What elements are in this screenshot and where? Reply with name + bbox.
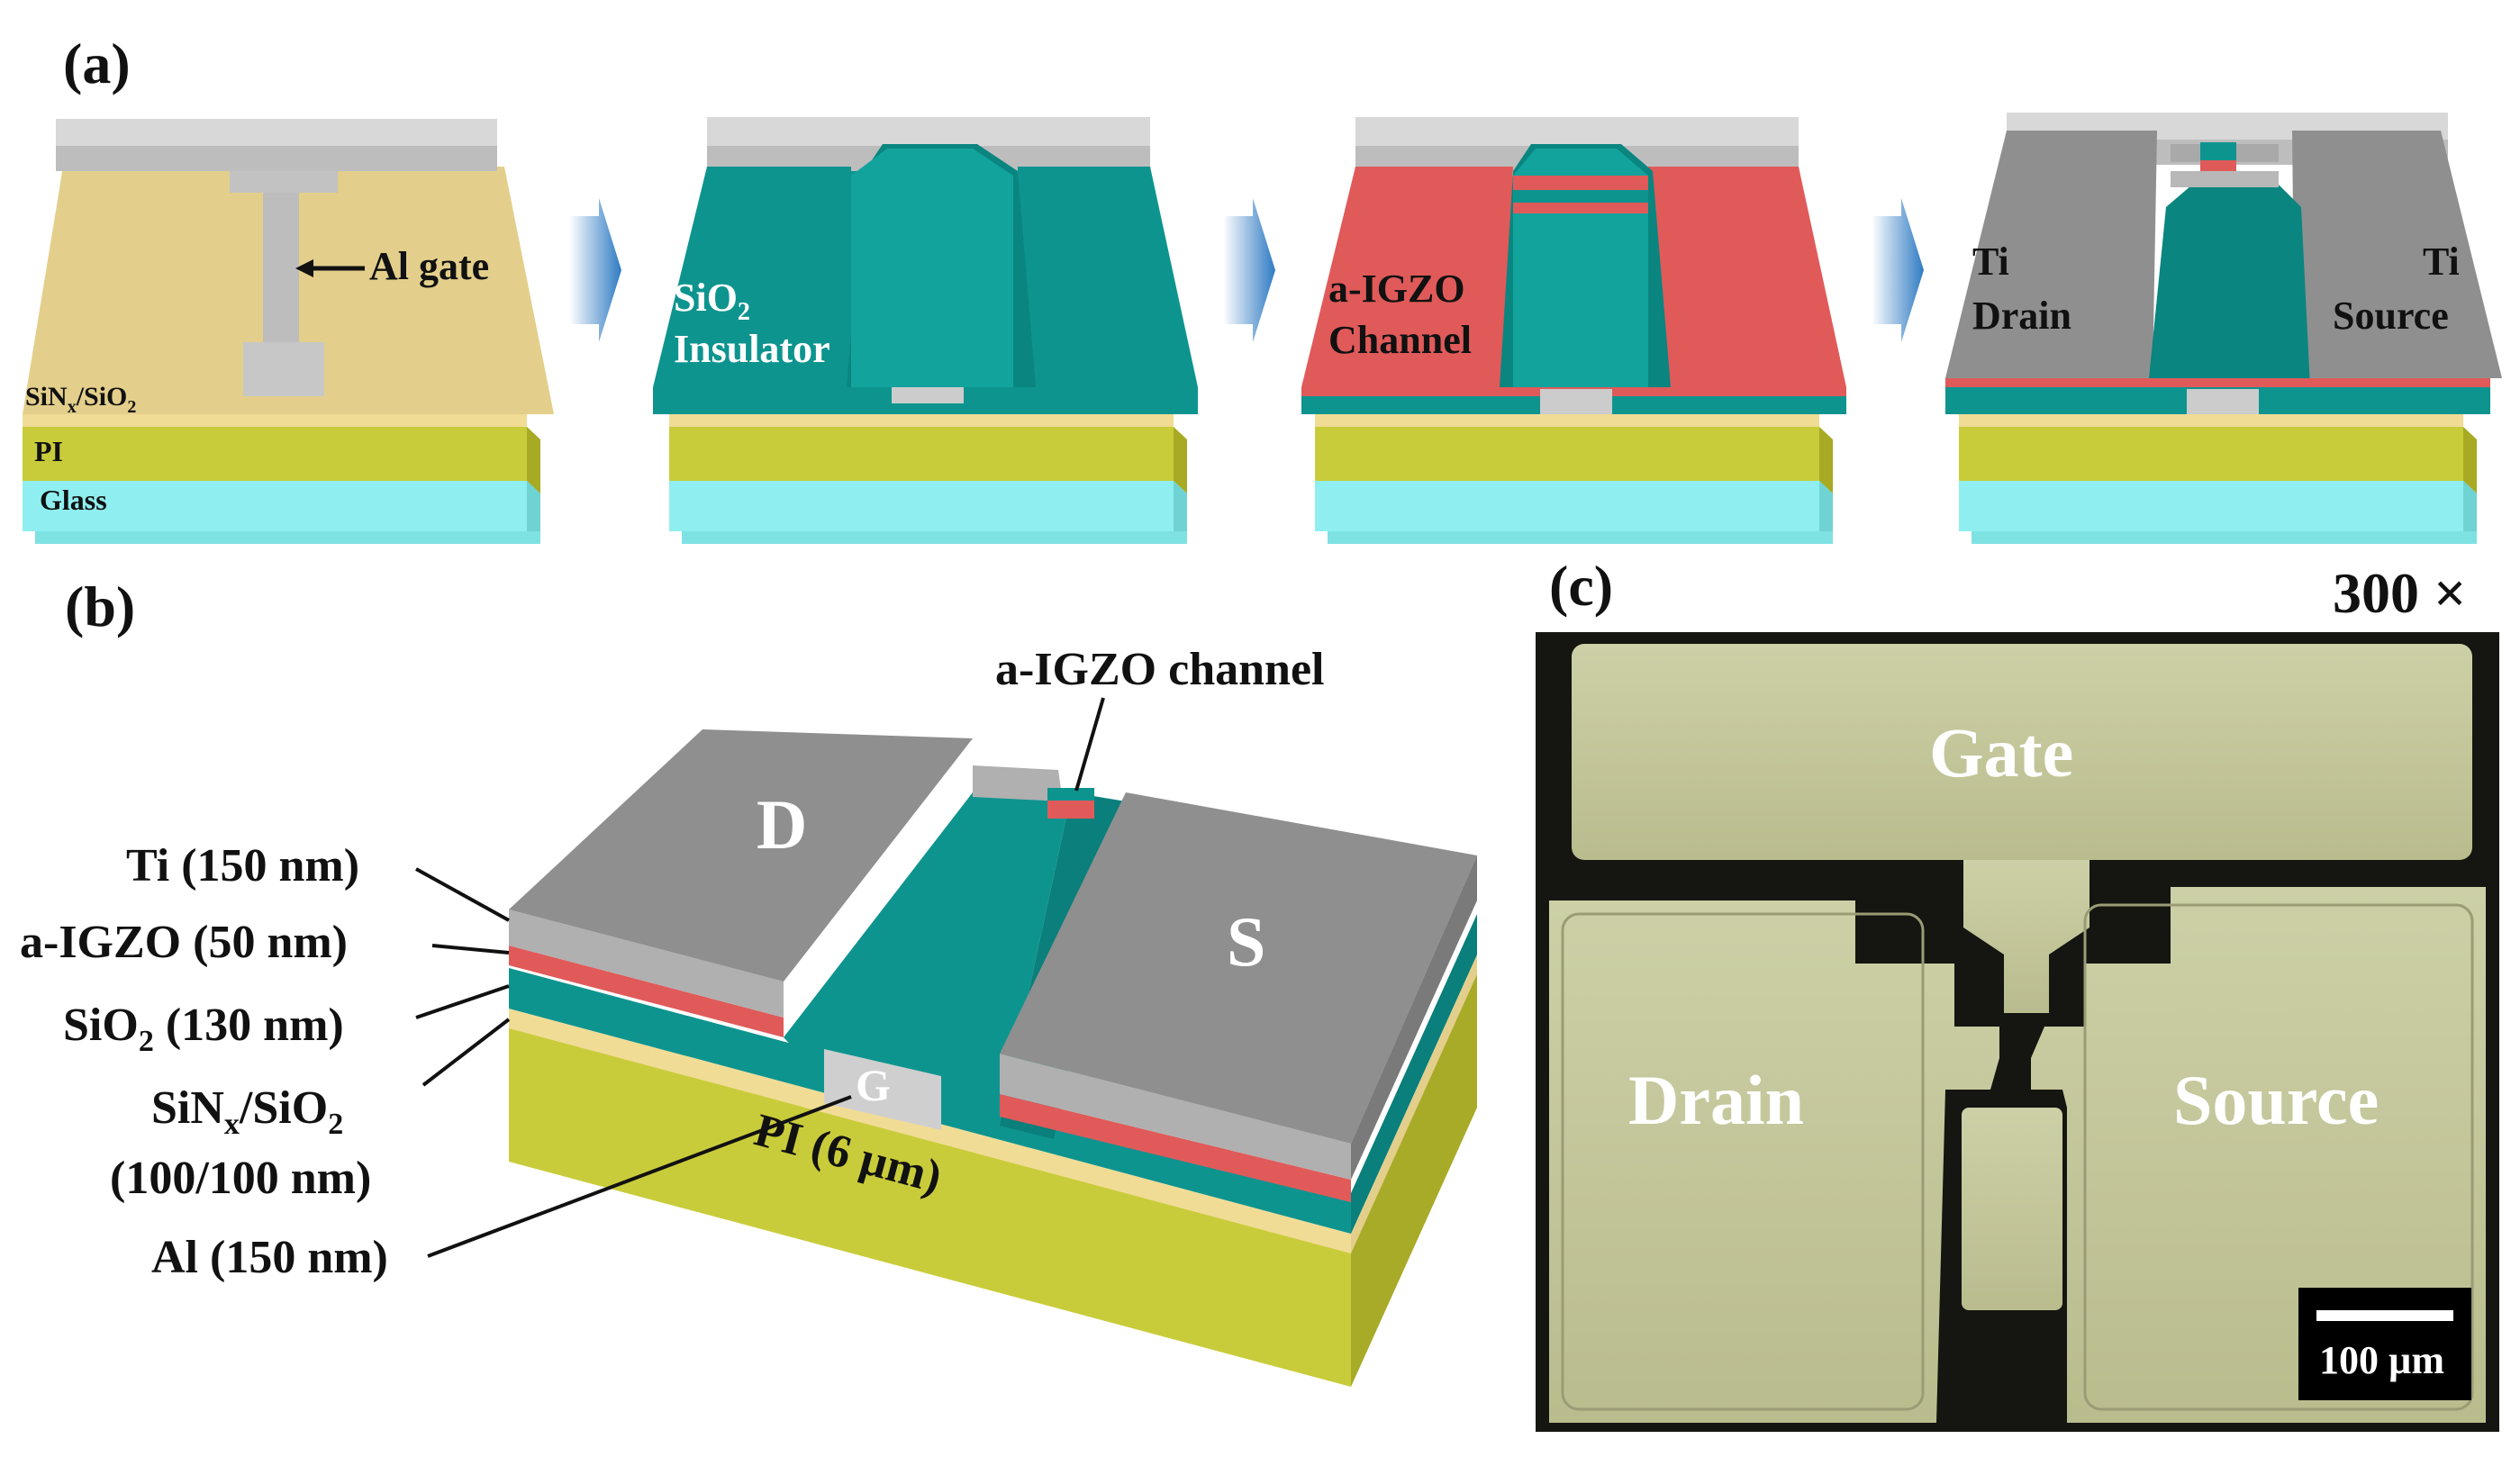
step1-barrier-label: SiNx/SiO2 (25, 382, 136, 417)
step3-channel-line1: a-IGZO (1328, 267, 1465, 311)
layer-label-igzo-arrow (431, 944, 510, 955)
layer-label-al-arrow (427, 1095, 852, 1258)
micrograph (1536, 632, 2499, 1432)
panel-b-label: (b) (65, 575, 135, 638)
cross-section-device (509, 729, 1477, 1387)
layer-label-sio2-arrow (415, 984, 510, 1019)
panel-c-label: (c) (1549, 554, 1613, 618)
layer-label-barrier-line2: (100/100 nm) (110, 1153, 371, 1204)
step4-source-line1: Ti (2423, 240, 2460, 284)
magnification-label: 300 × (2333, 561, 2466, 625)
micrograph-drain-label: Drain (1628, 1061, 1804, 1139)
process-arrow-1 (569, 198, 621, 342)
layer-label-al: Al (150 nm) (151, 1232, 388, 1283)
scale-bar (2298, 1288, 2471, 1400)
process-arrow-2 (1223, 198, 1275, 342)
step4-drain-line1: Ti (1972, 240, 2009, 284)
step4-drain-line2: Drain (1972, 294, 2071, 338)
panel-a-label: (a) (63, 32, 131, 95)
layer-label-barrier-arrow (422, 1018, 511, 1087)
step2-insulator-line2: Insulator (674, 327, 830, 371)
step1-glass-label: Glass (40, 484, 107, 516)
step2-device (653, 117, 1198, 544)
layer-label-barrier-line1: SiNx/SiO2 (151, 1082, 343, 1141)
step1-device (23, 119, 554, 544)
step1-pi-label: PI (34, 435, 63, 467)
micrograph-gate-label: Gate (1929, 713, 2073, 792)
cross-section-drain-label: D (757, 785, 807, 864)
layer-label-sio2: SiO2 (130 nm) (63, 1000, 344, 1058)
layer-label-ti-arrow (415, 867, 510, 922)
step3-channel-line2: Channel (1328, 318, 1472, 362)
layer-label-ti: Ti (150 nm) (126, 840, 359, 891)
channel-callout: a-IGZO channel (995, 644, 1325, 695)
step1-gate-label: Al gate (369, 244, 489, 288)
scale-bar-label: 100 µm (2319, 1338, 2444, 1382)
step3-device (1301, 117, 1846, 544)
channel-callout-arrow (1074, 697, 1105, 792)
step4-device (1945, 113, 2502, 544)
cross-section-gate-label: G (856, 1060, 891, 1110)
cross-section-source-label: S (1227, 902, 1265, 981)
step4-source-line2: Source (2333, 294, 2449, 338)
process-arrow-3 (1872, 198, 1924, 342)
micrograph-source-label: Source (2173, 1061, 2379, 1139)
step2-insulator-line1: SiO2 (674, 276, 750, 326)
layer-label-igzo: a-IGZO (50 nm) (20, 917, 348, 968)
